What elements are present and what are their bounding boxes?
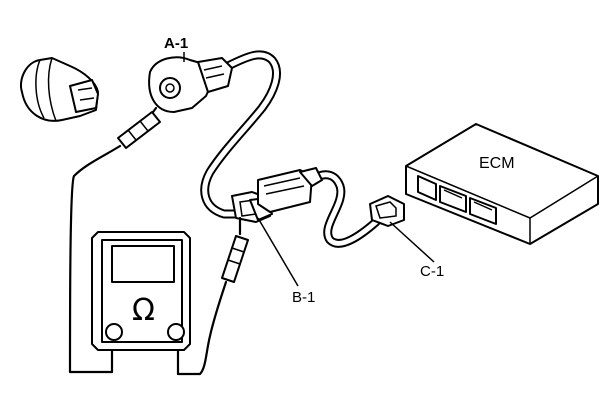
ohm-symbol: Ω (132, 293, 155, 328)
mating-connector (257, 167, 323, 213)
b1-test-lead (176, 216, 249, 376)
label-a1: A-1 (164, 35, 188, 52)
meter-terminal-left (105, 323, 123, 341)
meter-display (111, 245, 175, 283)
label-ecm: ECM (479, 155, 515, 172)
connector-c1 (369, 195, 405, 227)
ohmmeter (91, 231, 191, 351)
ecm-box (405, 123, 599, 245)
a1-test-lead (68, 106, 161, 374)
label-b1: B-1 (292, 289, 315, 306)
leader-lines (183, 52, 435, 287)
bulb-socket (20, 57, 99, 122)
meter-terminal-right (167, 323, 185, 341)
label-c1: C-1 (420, 263, 444, 280)
harness-wires (200, 50, 381, 248)
connector-a1 (148, 56, 233, 113)
